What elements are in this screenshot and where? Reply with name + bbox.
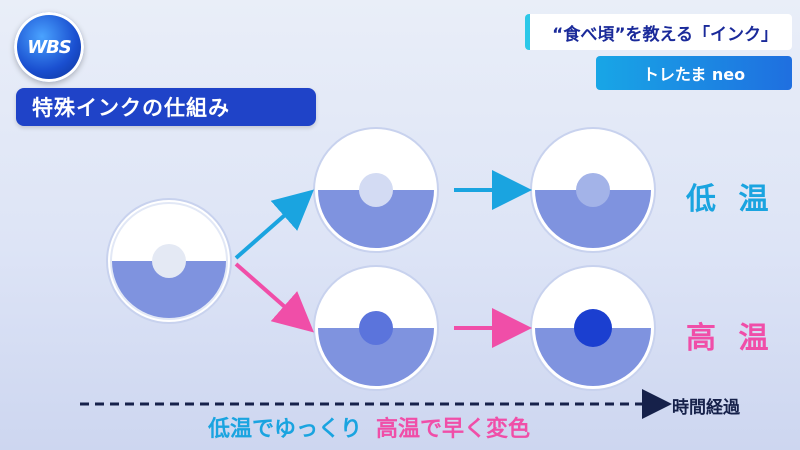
disk-high-mid: [313, 265, 439, 391]
caption-low: 低温でゆっくり: [208, 417, 363, 442]
ink-dot-high-mid: [359, 311, 393, 345]
time-axis-label: 時間経過: [672, 398, 740, 418]
ink-dot-low-mid: [359, 173, 393, 207]
disk-low-mid: [313, 127, 439, 253]
disk-low-end: [530, 127, 656, 253]
ink-dot-initial: [152, 244, 186, 278]
disk-high-end: [530, 265, 656, 391]
wbs-logo: WBS: [14, 12, 84, 82]
high-temp-label: 高 温: [686, 321, 775, 356]
caption: 低温でゆっくり 高温で早く変色: [208, 411, 530, 443]
page-title: 特殊インクの仕組み: [16, 88, 316, 126]
arrow-to-low: [234, 189, 315, 260]
caption-high: 高温で早く変色: [376, 417, 531, 442]
ink-dot-high-end: [574, 309, 612, 347]
disk-initial: [106, 198, 232, 324]
program-banner: トレたま neo: [596, 56, 792, 90]
topic-banner: “食べ頃”を教える「インク」: [525, 14, 792, 50]
ink-dot-low-end: [576, 173, 610, 207]
low-temp-label: 低 温: [686, 182, 775, 217]
arrow-to-high: [234, 262, 315, 333]
